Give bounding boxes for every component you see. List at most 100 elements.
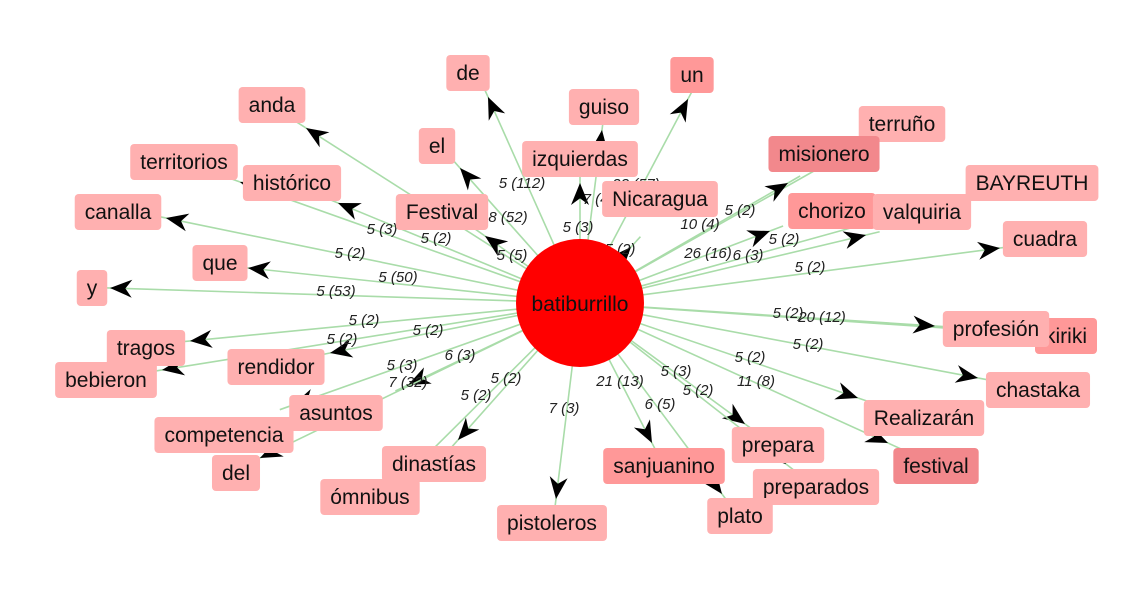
node-label-izquierdas: izquierdas xyxy=(532,148,628,171)
node-prepara[interactable]: prepara xyxy=(731,427,825,463)
node-festival_cap[interactable]: Festival xyxy=(395,194,489,230)
node-box-territorios[interactable] xyxy=(130,144,238,180)
node-historico[interactable]: histórico xyxy=(242,165,342,201)
node-plato[interactable]: plato xyxy=(707,498,773,534)
edge-que xyxy=(233,265,561,302)
node-que[interactable]: que xyxy=(192,245,248,281)
edge-label-dinastias: 5 (2) xyxy=(491,370,522,387)
node-box-pistoleros[interactable] xyxy=(497,505,607,541)
node-box-anda[interactable] xyxy=(238,87,306,123)
node-valquiria[interactable]: valquiria xyxy=(872,194,972,230)
node-sanjuanino[interactable]: sanjuanino xyxy=(603,448,725,484)
node-box-festival[interactable] xyxy=(893,448,979,484)
node-box-historico[interactable] xyxy=(242,165,342,201)
node-label-y: y xyxy=(87,277,98,300)
node-box-sanjuanino[interactable] xyxy=(603,448,725,484)
node-festival[interactable]: festival xyxy=(893,448,979,484)
node-box-terruno[interactable] xyxy=(858,106,946,142)
arrowhead-canalla xyxy=(166,213,190,232)
node-misionero[interactable]: misionero xyxy=(768,136,880,172)
node-tragos[interactable]: tragos xyxy=(106,330,186,366)
node-box-omnibus[interactable] xyxy=(320,479,420,515)
center-node-label: batiburrillo xyxy=(532,293,629,316)
node-box-y[interactable] xyxy=(76,270,108,306)
node-realizaran[interactable]: Realizarán xyxy=(863,400,985,436)
node-box-kiriki[interactable] xyxy=(1035,318,1097,354)
node-box-plato[interactable] xyxy=(707,498,773,534)
edge-label-chastaka: 5 (2) xyxy=(793,336,824,353)
arrowhead-tragos xyxy=(190,329,213,348)
arrowhead-sanjuanino xyxy=(633,419,652,443)
edge-realizaran xyxy=(598,308,872,404)
node-label-pistoleros: pistoleros xyxy=(507,512,597,535)
node-profesion[interactable]: profesión xyxy=(942,311,1050,347)
node-bayreuth[interactable]: BAYREUTH xyxy=(965,165,1099,201)
node-un[interactable]: un xyxy=(670,57,714,93)
node-box-rendidor[interactable] xyxy=(227,349,325,385)
node-kiriki[interactable]: kiriki xyxy=(1035,318,1097,354)
node-box-bebieron[interactable] xyxy=(55,362,157,398)
node-box-del[interactable] xyxy=(211,455,261,491)
node-box-guiso[interactable] xyxy=(568,89,640,125)
node-box-bayreuth[interactable] xyxy=(965,165,1099,201)
node-izquierdas[interactable]: izquierdas xyxy=(522,141,638,177)
node-chorizo[interactable]: chorizo xyxy=(788,193,876,229)
arrowhead-chastaka xyxy=(954,365,978,383)
center-node[interactable]: batiburrillo xyxy=(516,239,644,367)
node-box-cuadra[interactable] xyxy=(1002,221,1088,257)
node-box-dinastias[interactable] xyxy=(381,446,487,482)
edge-label-bayreuth: 5 (2) xyxy=(769,231,800,248)
node-box-profesion[interactable] xyxy=(942,311,1050,347)
node-box-el[interactable] xyxy=(418,128,456,164)
edge-label-asuntos: 5 (3) xyxy=(387,357,418,374)
node-rendidor[interactable]: rendidor xyxy=(227,349,325,385)
node-box-realizaran[interactable] xyxy=(863,400,985,436)
node-nicaragua[interactable]: Nicaragua xyxy=(602,181,718,217)
node-box-valquiria[interactable] xyxy=(872,194,972,230)
node-terruno[interactable]: terruño xyxy=(858,106,946,142)
node-bebieron[interactable]: bebieron xyxy=(55,362,157,398)
node-box-prepara[interactable] xyxy=(731,427,825,463)
node-anda[interactable]: anda xyxy=(238,87,306,123)
node-box-chastaka[interactable] xyxy=(985,372,1091,408)
node-label-anda: anda xyxy=(249,94,296,117)
node-asuntos[interactable]: asuntos xyxy=(289,395,383,431)
node-competencia[interactable]: competencia xyxy=(154,417,294,453)
node-box-competencia[interactable] xyxy=(154,417,294,453)
edge-label-historico: 5 (2) xyxy=(421,230,452,247)
node-omnibus[interactable]: ómnibus xyxy=(320,479,420,515)
node-box-izquierdas[interactable] xyxy=(522,141,638,177)
node-preparados[interactable]: preparados xyxy=(752,469,880,505)
node-box-que[interactable] xyxy=(192,245,248,281)
node-box-misionero[interactable] xyxy=(768,136,880,172)
node-label-el: el xyxy=(429,135,445,158)
node-dinastias[interactable]: dinastías xyxy=(381,446,487,482)
node-de[interactable]: de xyxy=(446,55,490,91)
center-node-circle[interactable] xyxy=(516,239,644,367)
node-chastaka[interactable]: chastaka xyxy=(985,372,1091,408)
node-box-chorizo[interactable] xyxy=(788,193,876,229)
arrowhead-valquiria xyxy=(842,231,866,249)
node-box-de[interactable] xyxy=(446,55,490,91)
node-box-un[interactable] xyxy=(670,57,714,93)
node-box-festival_cap[interactable] xyxy=(395,194,489,230)
node-cuadra[interactable]: cuadra xyxy=(1002,221,1088,257)
edge-label-terruno: 5 (2) xyxy=(725,202,756,219)
node-box-asuntos[interactable] xyxy=(289,395,383,431)
edge-label-omnibus: 5 (2) xyxy=(461,387,492,404)
node-guiso[interactable]: guiso xyxy=(568,89,640,125)
node-el[interactable]: el xyxy=(418,128,456,164)
node-pistoleros[interactable]: pistoleros xyxy=(497,505,607,541)
node-box-nicaragua[interactable] xyxy=(602,181,718,217)
node-box-canalla[interactable] xyxy=(74,194,162,230)
node-label-chorizo: chorizo xyxy=(798,200,866,223)
node-y[interactable]: y xyxy=(76,270,108,306)
node-territorios[interactable]: territorios xyxy=(130,144,238,180)
node-del[interactable]: del xyxy=(211,455,261,491)
node-box-preparados[interactable] xyxy=(752,469,880,505)
edge-cuadra xyxy=(599,245,1014,302)
node-canalla[interactable]: canalla xyxy=(74,194,162,230)
node-box-tragos[interactable] xyxy=(106,330,186,366)
arrowhead-izquierdas xyxy=(571,183,589,205)
